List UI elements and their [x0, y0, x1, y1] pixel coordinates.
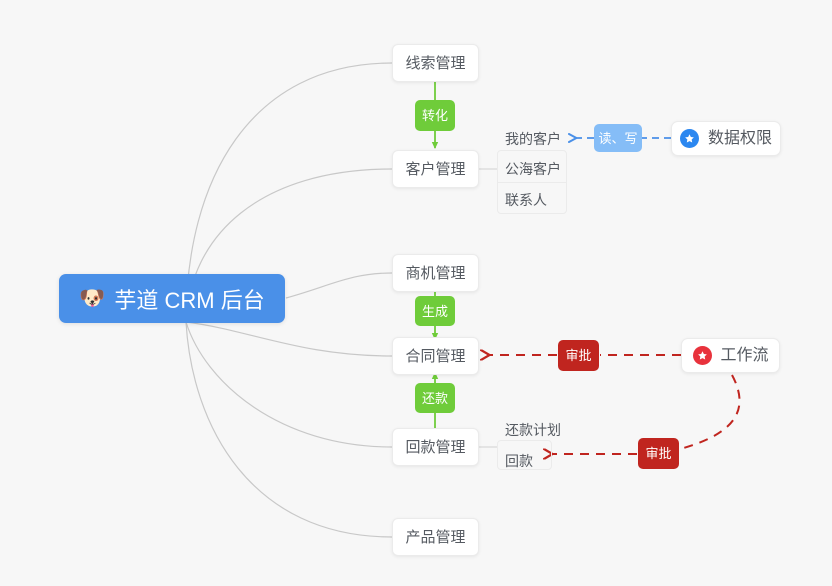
shiba-dog-icon: 🐶 — [79, 287, 106, 310]
subitem-public-pool-customers[interactable]: 公海客户 — [505, 161, 581, 177]
subitem-label: 公海客户 — [505, 161, 561, 177]
badge-generate[interactable]: 生成 — [415, 296, 455, 326]
node-label: 回款管理 — [405, 438, 466, 456]
subitem-my-customers[interactable]: 我的客户 — [505, 131, 581, 147]
badge-approval-contract[interactable]: 审批 — [558, 340, 599, 371]
badge-convert[interactable]: 转化 — [415, 100, 455, 131]
node-label: 商机管理 — [405, 264, 466, 282]
receivable-subitem-box — [497, 440, 552, 470]
node-data-permission[interactable]: 数据权限 — [671, 121, 781, 156]
star-icon — [680, 129, 699, 148]
badge-label: 生成 — [421, 303, 448, 319]
node-customer-management[interactable]: 客户管理 — [392, 150, 479, 188]
wire-root-to-contract — [185, 321, 393, 357]
subitem-label: 还款计划 — [505, 422, 561, 438]
node-opportunity-management[interactable]: 商机管理 — [392, 254, 479, 292]
node-product-management[interactable]: 产品管理 — [392, 518, 479, 556]
subitem-label: 联系人 — [505, 192, 547, 208]
root-node[interactable]: 🐶 芋道 CRM 后台 — [59, 274, 285, 323]
node-lead-management[interactable]: 线索管理 — [392, 44, 479, 82]
subitem-contacts[interactable]: 联系人 — [505, 192, 581, 208]
badge-label: 还款 — [421, 390, 448, 406]
node-label: 工作流 — [720, 346, 769, 364]
node-contract-management[interactable]: 合同管理 — [392, 337, 479, 375]
root-label: 芋道 CRM 后台 — [114, 287, 265, 313]
wire-root-to-product — [185, 321, 393, 538]
wire-workflow-to-approve2 — [679, 374, 741, 450]
node-receivable-management[interactable]: 回款管理 — [392, 428, 479, 466]
star-icon — [692, 346, 712, 365]
subitem-label: 回款 — [505, 453, 533, 469]
node-label: 数据权限 — [708, 129, 773, 147]
customer-subitem-divider — [497, 182, 567, 183]
node-label: 合同管理 — [405, 347, 466, 365]
node-label: 线索管理 — [405, 54, 466, 72]
badge-label: 读、写 — [598, 130, 638, 146]
subitem-repayment-plan[interactable]: 还款计划 — [505, 422, 581, 438]
badge-label: 审批 — [645, 446, 672, 461]
wire-root-to-opportunity — [285, 272, 393, 299]
node-label: 产品管理 — [405, 528, 466, 546]
node-workflow[interactable]: 工作流 — [681, 338, 780, 373]
node-label: 客户管理 — [405, 160, 466, 178]
subitem-wires — [479, 168, 497, 448]
badge-label: 审批 — [565, 348, 592, 363]
subitem-payment-collection[interactable]: 回款 — [505, 453, 555, 469]
badge-approval-payment[interactable]: 审批 — [638, 438, 679, 469]
badge-repayment[interactable]: 还款 — [415, 383, 455, 413]
subitem-label: 我的客户 — [505, 131, 561, 147]
wire-root-to-receivable — [185, 321, 393, 448]
badge-read-write[interactable]: 读、写 — [594, 124, 642, 152]
badge-label: 转化 — [421, 108, 448, 123]
